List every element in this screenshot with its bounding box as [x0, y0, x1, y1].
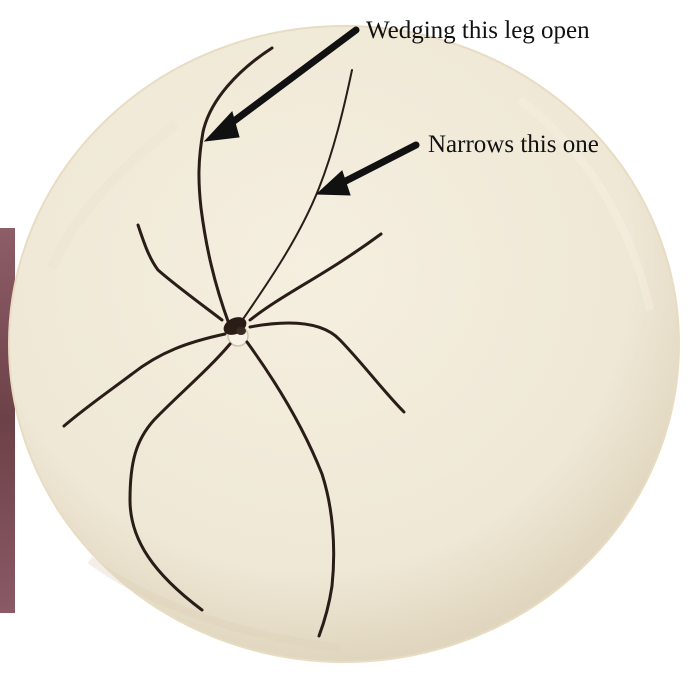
annotation-wedging-label: Wedging this leg open: [366, 18, 590, 43]
annotation-narrows-label: Narrows this one: [428, 132, 599, 157]
spider-head: [236, 327, 246, 335]
purple-background-strip: [0, 228, 15, 613]
